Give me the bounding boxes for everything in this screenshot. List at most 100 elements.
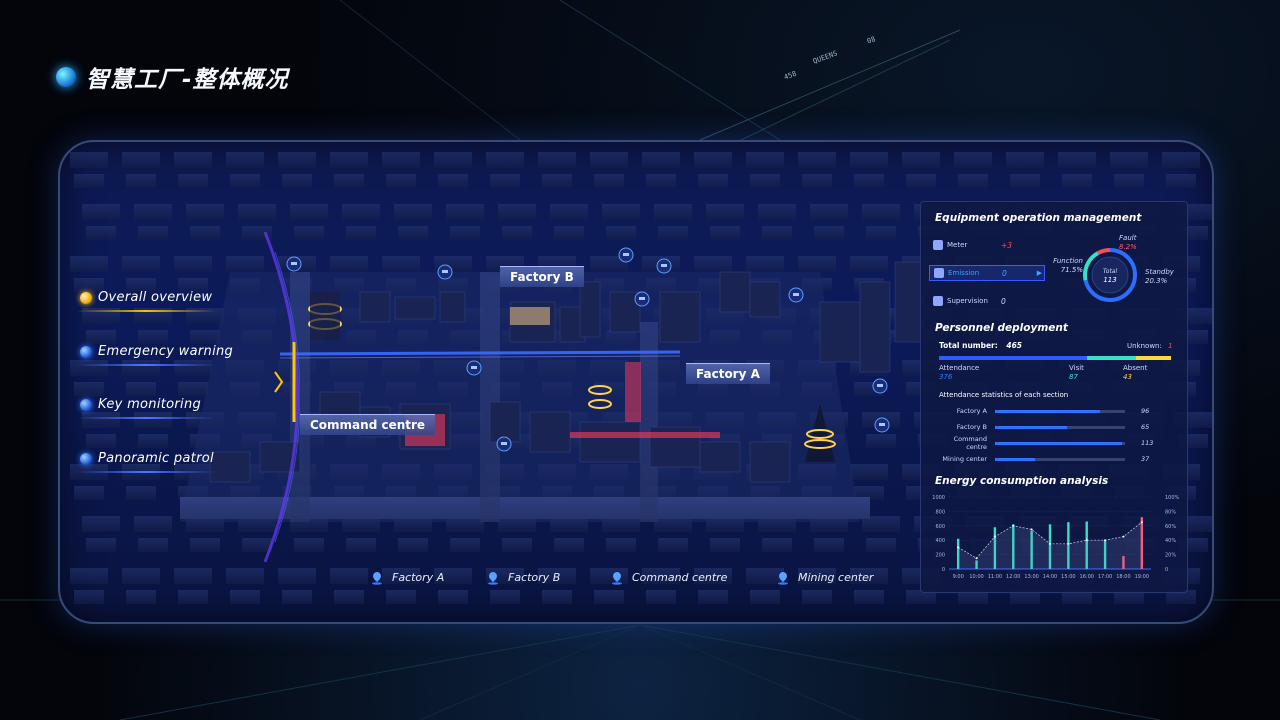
- x-tick: 17:00: [1098, 574, 1112, 580]
- city-block: [498, 204, 536, 220]
- city-block: [230, 590, 260, 604]
- city-block: [330, 568, 368, 584]
- city-block: [126, 278, 156, 292]
- x-tick: 18:00: [1116, 574, 1130, 580]
- city-block: [1006, 152, 1044, 168]
- section-name: Factory A: [956, 407, 987, 415]
- nav-panoramic-patrol[interactable]: Panoramic patrol: [80, 451, 214, 466]
- equipment-row-emission[interactable]: Emission 0 ▶: [929, 265, 1045, 281]
- y-tick-right: 20%: [1165, 553, 1176, 559]
- city-block: [82, 516, 120, 532]
- map-label-factory-a[interactable]: Factory A: [686, 363, 770, 384]
- city-block: [862, 204, 900, 220]
- energy-point: [1104, 539, 1107, 542]
- equipment-value: +3: [1001, 240, 1013, 250]
- legend-factory-b[interactable]: Factory B: [486, 570, 560, 585]
- factory-building: [719, 271, 751, 313]
- city-block: [1114, 590, 1144, 604]
- city-block: [810, 204, 848, 220]
- city-block: [450, 226, 480, 240]
- city-block: [954, 152, 992, 168]
- legend-label: Command centre: [632, 570, 728, 584]
- city-block: [386, 590, 416, 604]
- city-block: [542, 174, 572, 188]
- visit-label: Visit: [1069, 364, 1084, 372]
- energy-point: [1085, 539, 1088, 542]
- equipment-name: Supervision: [947, 297, 988, 305]
- nav-overall-overview[interactable]: Overall overview: [80, 290, 212, 305]
- camera-icon: [879, 423, 885, 426]
- city-block: [762, 538, 792, 552]
- donut-center-value: 113: [1103, 276, 1116, 284]
- city-block: [190, 330, 220, 344]
- y-tick-left: 0: [942, 567, 945, 573]
- map-label-factory-b[interactable]: Factory B: [500, 266, 584, 287]
- city-block: [178, 174, 208, 188]
- total-label: Total number:: [939, 341, 998, 350]
- city-block: [590, 256, 628, 272]
- visit-value: 87: [1069, 373, 1078, 381]
- city-block: [710, 538, 740, 552]
- nav-arc: [263, 232, 300, 562]
- section-bar: [995, 425, 1125, 429]
- city-block: [654, 204, 692, 220]
- absent-stat: Absent 43: [1123, 364, 1147, 382]
- camera-icon: [501, 442, 507, 445]
- city-block: [590, 152, 628, 168]
- city-block: [86, 434, 116, 448]
- city-block: [850, 464, 888, 480]
- play-icon: ▶: [1036, 269, 1043, 277]
- nav-underline: [76, 364, 216, 366]
- standby-value: 20.3%: [1145, 277, 1168, 285]
- nav-emergency-warning[interactable]: Emergency warning: [80, 344, 233, 359]
- equipment-row-meter[interactable]: Meter +3: [933, 240, 1012, 250]
- city-block: [334, 174, 364, 188]
- legend-label: Mining center: [798, 570, 874, 584]
- legend-command-centre[interactable]: Command centre: [610, 570, 728, 585]
- camera-icon: [639, 297, 645, 300]
- city-block: [866, 434, 896, 448]
- section-bar-fill: [995, 409, 1101, 413]
- city-block: [958, 174, 988, 188]
- camera-icon: [877, 384, 883, 387]
- map-label-command-centre[interactable]: Command centre: [300, 414, 436, 435]
- city-block: [434, 568, 472, 584]
- city-block: [438, 174, 468, 188]
- city-block: [174, 256, 212, 272]
- city-block: [70, 256, 108, 272]
- factory-building: [579, 421, 641, 463]
- city-block: [798, 568, 836, 584]
- city-block: [178, 278, 208, 292]
- city-block: [186, 308, 224, 324]
- energy-bar: [956, 538, 960, 569]
- city-block: [850, 568, 888, 584]
- energy-point: [993, 535, 996, 538]
- factory-building: [489, 401, 521, 443]
- city-block: [450, 538, 480, 552]
- section-bar-fill: [995, 425, 1067, 429]
- factory-building: [749, 281, 781, 318]
- factory-building: [609, 291, 641, 333]
- city-block: [230, 174, 260, 188]
- x-tick: 11:00: [988, 574, 1002, 580]
- legend-mining-center[interactable]: Mining center: [776, 570, 874, 585]
- energy-point: [1049, 542, 1051, 545]
- equipment-row-supervision[interactable]: Supervision 0: [933, 296, 1006, 306]
- city-block: [1110, 152, 1148, 168]
- city-block: [538, 568, 576, 584]
- nav-key-monitoring[interactable]: Key monitoring: [80, 397, 201, 412]
- city-block: [642, 152, 680, 168]
- city-block: [502, 538, 532, 552]
- legend-factory-a[interactable]: Factory A: [370, 570, 444, 585]
- city-block: [134, 204, 172, 220]
- y-tick-right: 60%: [1165, 524, 1176, 530]
- city-block: [122, 256, 160, 272]
- unknown-label: Unknown:: [1127, 342, 1162, 350]
- factory-building: [209, 451, 251, 483]
- energy-bar: [1048, 524, 1052, 569]
- city-block: [490, 590, 520, 604]
- map-pins: [286, 247, 890, 452]
- energy-bar: [1067, 522, 1070, 569]
- city-block: [658, 538, 688, 552]
- city-block: [126, 174, 156, 188]
